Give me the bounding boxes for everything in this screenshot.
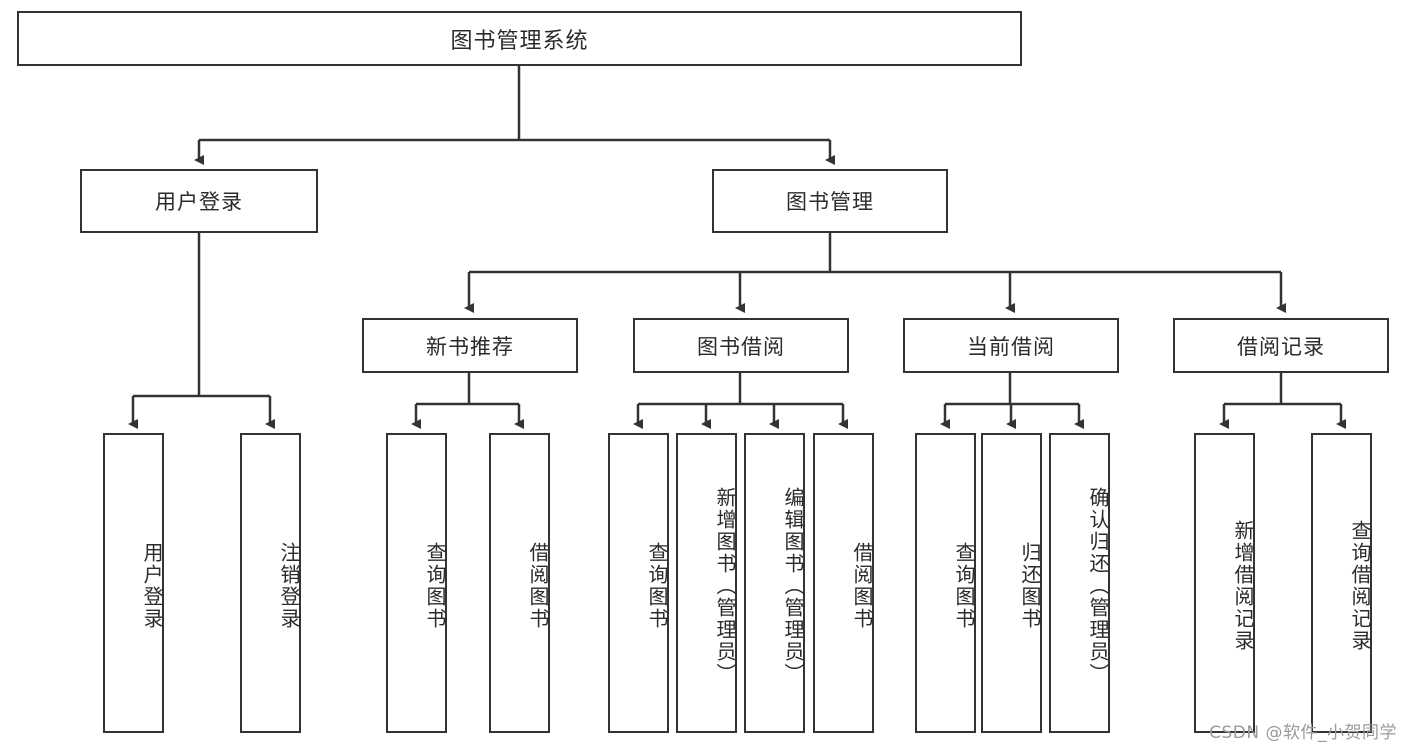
leaf-query-book-1[interactable]: 查询图书 — [386, 433, 447, 733]
leaf-confirm-return[interactable]: 确认归还（管理员） — [1049, 433, 1110, 733]
leaf-borrow-book-1[interactable]: 借阅图书 — [489, 433, 550, 733]
leaf-query-book-3[interactable]: 查询图书 — [915, 433, 976, 733]
leaf-add-book[interactable]: 新增图书（管理员） — [676, 433, 737, 733]
leaf-edit-book[interactable]: 编辑图书（管理员） — [744, 433, 805, 733]
leaf-query-book-2[interactable]: 查询图书 — [608, 433, 669, 733]
node-current-borrow[interactable]: 当前借阅 — [903, 318, 1119, 373]
node-label: 编辑图书（管理员） — [781, 487, 805, 685]
node-user-login[interactable]: 用户登录 — [80, 169, 318, 233]
node-label: 借阅图书 — [526, 542, 550, 630]
node-label: 归还图书 — [1018, 542, 1042, 630]
node-book-manage[interactable]: 图书管理 — [712, 169, 948, 233]
node-label: 注销登录 — [277, 542, 301, 630]
node-borrow-record[interactable]: 借阅记录 — [1173, 318, 1389, 373]
node-root-system[interactable]: 图书管理系统 — [17, 11, 1022, 66]
node-new-book-recommend[interactable]: 新书推荐 — [362, 318, 578, 373]
watermark-text: CSDN @软件_小贺同学 — [1209, 723, 1397, 743]
node-label: 借阅记录 — [1237, 334, 1325, 359]
leaf-add-record[interactable]: 新增借阅记录 — [1194, 433, 1255, 733]
node-label: 借阅图书 — [850, 542, 874, 630]
node-label: 图书管理 — [786, 190, 874, 214]
node-label: 图书借阅 — [697, 334, 785, 359]
leaf-logout[interactable]: 注销登录 — [240, 433, 301, 733]
node-label: 查询图书 — [645, 542, 669, 630]
leaf-user-login[interactable]: 用户登录 — [103, 433, 164, 733]
leaf-borrow-book-2[interactable]: 借阅图书 — [813, 433, 874, 733]
node-label: 新增借阅记录 — [1231, 520, 1255, 652]
node-label: 新增图书（管理员） — [713, 487, 737, 685]
node-label: 查询图书 — [952, 542, 976, 630]
node-label: 确认归还（管理员） — [1086, 487, 1110, 685]
node-label: 用户登录 — [155, 190, 243, 214]
node-label: 当前借阅 — [967, 334, 1055, 359]
node-label: 图书管理系统 — [450, 28, 589, 54]
leaf-query-record[interactable]: 查询借阅记录 — [1311, 433, 1372, 733]
node-label: 查询图书 — [423, 542, 447, 630]
node-label: 用户登录 — [140, 542, 164, 630]
node-label: 新书推荐 — [426, 334, 514, 359]
leaf-return-book[interactable]: 归还图书 — [981, 433, 1042, 733]
node-label: 查询借阅记录 — [1348, 520, 1372, 652]
node-book-borrow[interactable]: 图书借阅 — [633, 318, 849, 373]
